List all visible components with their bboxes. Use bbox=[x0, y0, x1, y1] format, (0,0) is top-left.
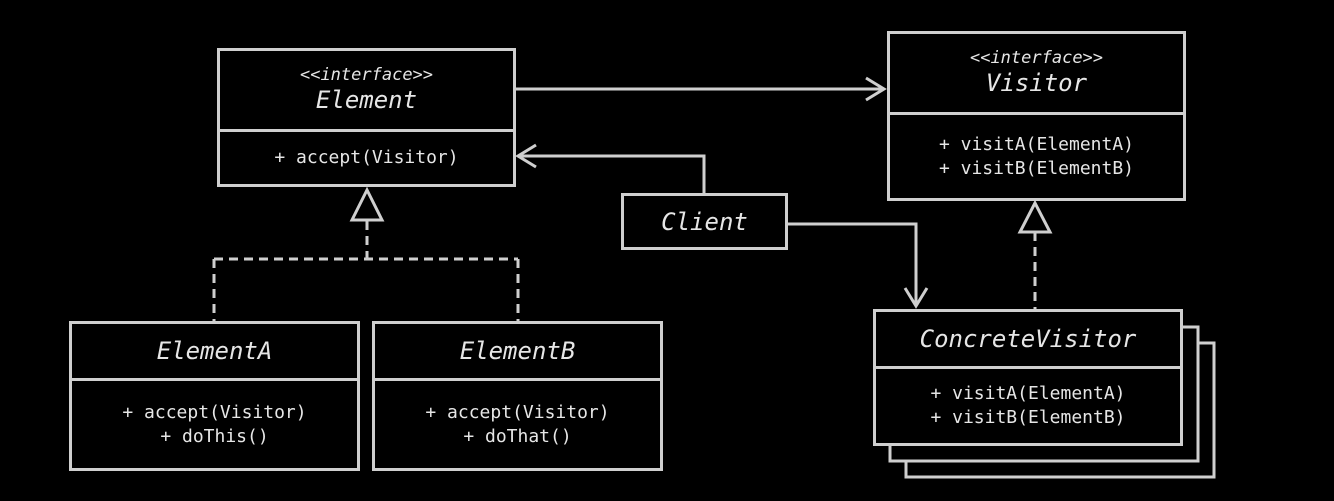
element-b-methods: + accept(Visitor) + doThat() bbox=[375, 381, 660, 468]
element-methods: + accept(Visitor) bbox=[220, 132, 513, 184]
visitor-methods: + visitA(ElementA) + visitB(ElementB) bbox=[890, 115, 1183, 198]
element-interface-box: <<interface>> Element + accept(Visitor) bbox=[217, 48, 516, 187]
element-to-visitor-association bbox=[516, 76, 887, 102]
element-class-name: Element bbox=[315, 86, 418, 114]
element-a-box: ElementA + accept(Visitor) + doThis() bbox=[69, 321, 360, 471]
element-b-method: + doThat() bbox=[463, 425, 572, 447]
element-b-class-name: ElementB bbox=[459, 337, 576, 365]
concrete-visitor-method: + visitA(ElementA) bbox=[930, 383, 1126, 404]
client-to-element-association bbox=[515, 143, 706, 193]
visitor-method: + visitB(ElementB) bbox=[938, 157, 1135, 179]
element-a-class-name: ElementA bbox=[156, 337, 273, 365]
element-a-method: + doThis() bbox=[160, 425, 269, 447]
element-realization-lines bbox=[212, 221, 520, 322]
element-b-header: ElementB bbox=[375, 324, 660, 381]
element-interface-header: <<interface>> Element bbox=[220, 51, 513, 132]
concrete-visitor-method: + visitB(ElementB) bbox=[930, 407, 1126, 428]
concrete-visitor-header: ConcreteVisitor bbox=[876, 312, 1180, 369]
visitor-method: + visitA(ElementA) bbox=[938, 133, 1135, 155]
element-a-methods: + accept(Visitor) + doThis() bbox=[72, 381, 357, 468]
visitor-interface-box: <<interface>> Visitor + visitA(ElementA)… bbox=[887, 31, 1186, 201]
visitor-realization-arrowhead bbox=[1017, 199, 1053, 234]
element-method: + accept(Visitor) bbox=[274, 147, 459, 168]
element-b-method: + accept(Visitor) bbox=[425, 401, 610, 423]
element-realization-arrowhead bbox=[349, 186, 385, 222]
visitor-class-name: Visitor bbox=[985, 69, 1088, 97]
client-box: Client bbox=[621, 193, 788, 250]
visitor-stereotype: <<interface>> bbox=[969, 48, 1104, 68]
element-a-method: + accept(Visitor) bbox=[122, 401, 307, 423]
client-to-concrete-visitor-association bbox=[787, 222, 929, 309]
client-class-name: Client bbox=[661, 207, 748, 236]
concrete-visitor-class-name: ConcreteVisitor bbox=[919, 325, 1137, 353]
client-header: Client bbox=[624, 196, 785, 247]
element-stereotype: <<interface>> bbox=[299, 65, 434, 85]
element-b-box: ElementB + accept(Visitor) + doThat() bbox=[372, 321, 663, 471]
concrete-visitor-box: ConcreteVisitor + visitA(ElementA) + vis… bbox=[873, 309, 1183, 446]
element-a-header: ElementA bbox=[72, 324, 357, 381]
concrete-visitor-methods: + visitA(ElementA) + visitB(ElementB) bbox=[876, 369, 1180, 443]
visitor-interface-header: <<interface>> Visitor bbox=[890, 34, 1183, 115]
